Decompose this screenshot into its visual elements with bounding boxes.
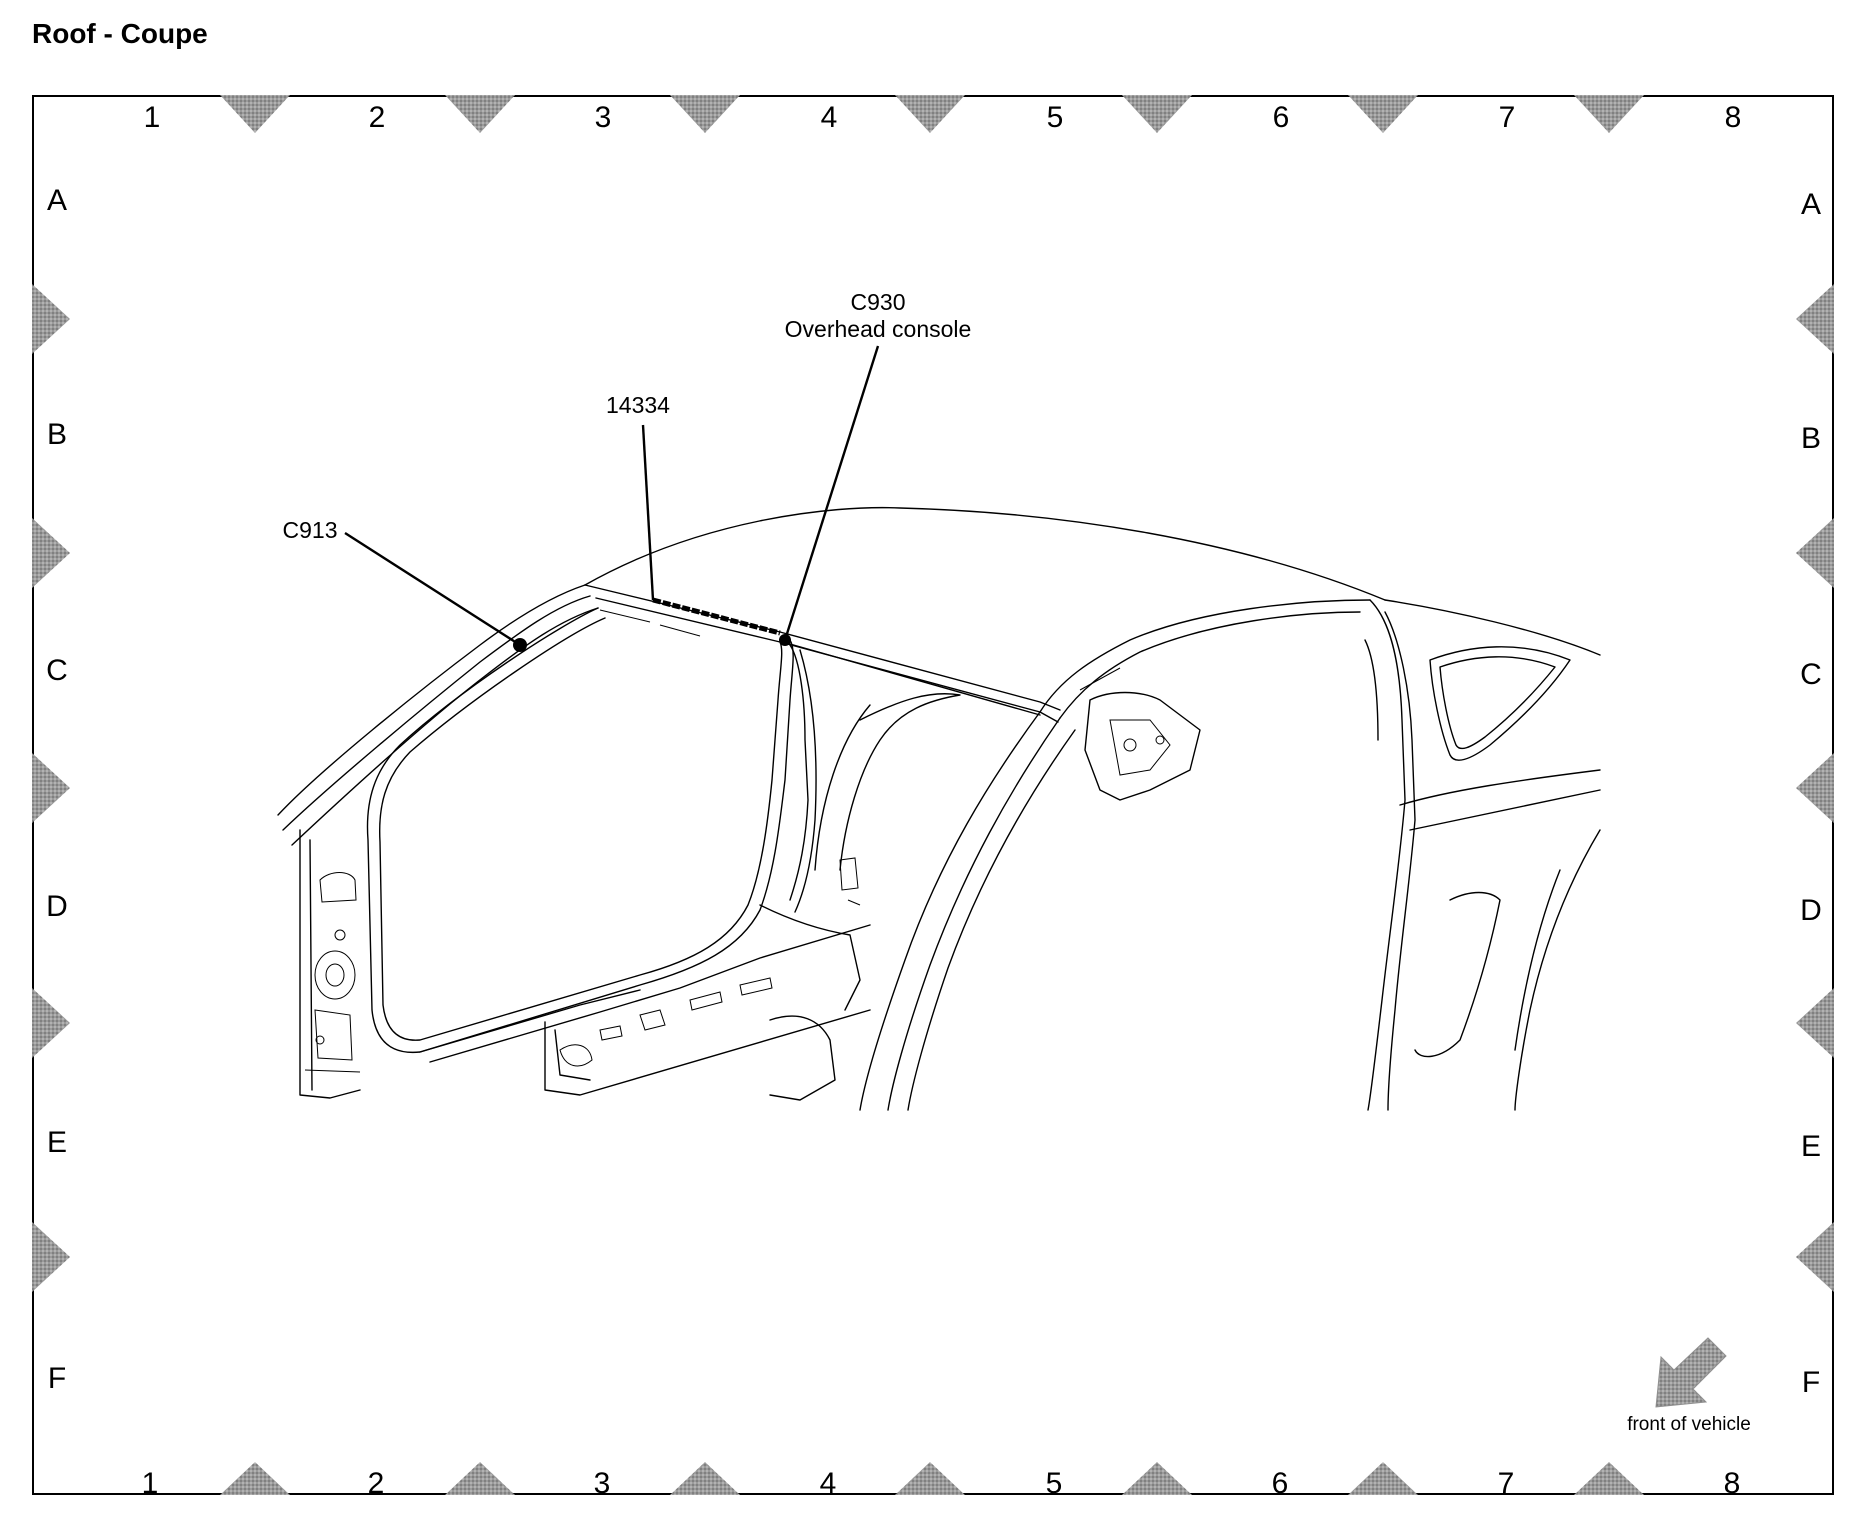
callouts: C930 Overhead console 14334 C913 [283,289,972,652]
bottom-column-labels: 1 2 3 4 5 6 7 8 [142,1467,1741,1500]
column-label: 1 [142,1467,159,1500]
row-label: D [1800,894,1822,927]
column-label: 3 [594,1467,611,1500]
grid-marker [1574,95,1644,133]
row-label: F [1802,1366,1820,1399]
column-label: 6 [1273,101,1290,134]
grid-marker [895,95,965,133]
grid-marker [1796,284,1834,354]
row-label: A [1801,188,1821,221]
column-label: 4 [820,1467,837,1500]
row-label: E [47,1126,67,1159]
callout-c913: C913 [283,517,338,543]
column-label: 2 [368,1467,385,1500]
grid-marker [1122,1462,1192,1495]
bottom-grid-markers [220,1462,1644,1495]
grid-marker [32,1222,70,1292]
grid-marker [1348,1462,1418,1495]
grid-marker [1122,95,1192,133]
column-label: 5 [1047,101,1064,134]
column-label: 8 [1725,101,1742,134]
callout-c930-desc: Overhead console [785,316,972,342]
column-label: 3 [595,101,612,134]
leader-c913 [344,531,521,647]
grid-marker [1796,988,1834,1058]
grid-marker [1796,1222,1834,1292]
diagram-frame [32,95,1834,1495]
left-grid-markers [32,284,70,1292]
column-label: 1 [144,101,161,134]
grid-marker [220,95,290,133]
leader-c930 [783,345,880,641]
connector-c913-dot [513,638,527,652]
grid-marker [220,1462,290,1495]
top-column-labels: 1 2 3 4 5 6 7 8 [144,101,1742,134]
column-label: 4 [821,101,838,134]
column-label: 7 [1499,101,1516,134]
vehicle-body-outline [277,506,1601,1111]
grid-marker [445,95,515,133]
row-label: F [48,1362,66,1395]
column-label: 2 [369,101,386,134]
grid-marker [895,1462,965,1495]
row-label: D [46,890,68,923]
right-row-labels: A B C D E F [1800,188,1822,1399]
front-of-vehicle-label: front of vehicle [1627,1414,1751,1435]
harness-14334 [652,597,781,636]
front-of-vehicle-indicator: front of vehicle [1627,1337,1751,1435]
grid-marker [445,1462,515,1495]
left-row-labels: A B C D E F [46,184,68,1395]
column-label: 6 [1272,1467,1289,1500]
grid-marker [670,95,740,133]
grid-marker [1796,518,1834,588]
arrow-down-left-icon [1655,1337,1727,1408]
top-grid-markers [220,95,1644,133]
connector-c930-dot [779,634,791,646]
right-grid-markers [1796,284,1834,1292]
column-label: 7 [1498,1467,1515,1500]
grid-marker [32,284,70,354]
grid-marker [1348,95,1418,133]
grid-marker [32,518,70,588]
row-label: E [1801,1130,1821,1163]
row-label: A [47,184,67,217]
row-label: C [46,654,68,687]
row-label: B [1801,422,1821,455]
grid-marker [670,1462,740,1495]
column-label: 5 [1046,1467,1063,1500]
page-title: Roof - Coupe [32,18,208,49]
grid-marker [1796,753,1834,823]
callout-c930-id: C930 [851,289,906,315]
column-label: 8 [1724,1467,1741,1500]
grid-marker [1574,1462,1644,1495]
row-label: C [1800,658,1822,691]
grid-marker [32,988,70,1058]
leader-14334 [641,424,655,601]
row-label: B [47,418,67,451]
callout-14334: 14334 [606,392,670,418]
grid-marker [32,753,70,823]
